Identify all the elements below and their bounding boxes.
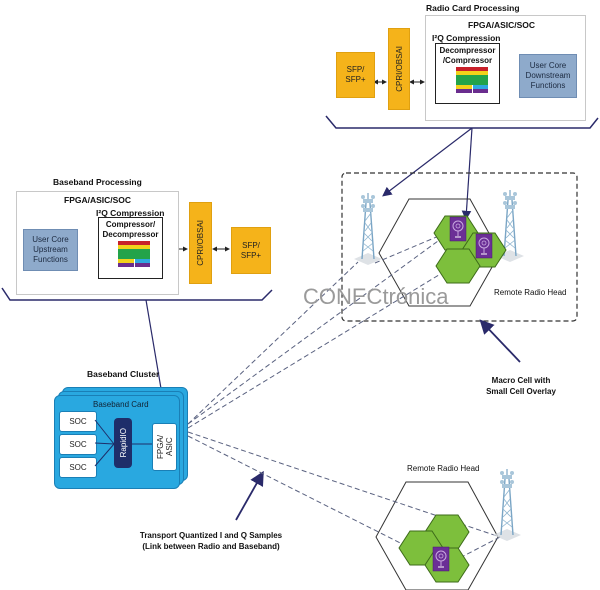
baseband-cluster-title: Baseband Cluster — [87, 369, 160, 379]
macro-cell-arrow — [479, 319, 521, 363]
radio-sfp-block: SFP/ SFP+ — [336, 52, 375, 98]
transport-links — [187, 229, 501, 564]
transport-caption-2: (Link between Radio and Baseband) — [142, 542, 280, 551]
transport-arrow — [235, 470, 264, 521]
bb-sfp-label-2: SFP+ — [240, 250, 262, 260]
soc-block-3: SOC — [59, 457, 97, 478]
baseband-compression-bars-icon — [118, 241, 150, 267]
macro-rrh-label: Remote Radio Head — [494, 288, 567, 297]
baseband-processing-brace — [1, 287, 273, 301]
baseband-cpri-block: CPRI/OBSAI — [189, 202, 212, 284]
baseband-chip-title: FPGA/ASIC/SOC — [64, 195, 132, 205]
baseband-processing-title: Baseband Processing — [53, 177, 142, 187]
bb-compressor-label-1: Compressor/ — [105, 220, 156, 229]
radio-card-chip-title: FPGA/ASIC/SOC — [468, 20, 536, 30]
bb-compressor-label-2: Decompressor — [102, 230, 159, 239]
rapidio-block: RapidIO — [114, 418, 132, 468]
radio-sfp-label-2: SFP+ — [345, 75, 366, 84]
radio-decompressor-label-2: /Compressor — [442, 56, 493, 65]
macro-cell-boundary — [341, 172, 578, 322]
baseband-user-core-block: User Core Upstream Functions — [23, 229, 78, 271]
baseband-sfp-block: SFP/ SFP+ — [231, 227, 271, 274]
bb-user-core-label-2: Upstream — [33, 245, 68, 254]
link-to-small-cell-b — [187, 247, 484, 429]
radio-card-title: Radio Card Processing — [426, 3, 520, 13]
macro-cell-caption: Macro Cell with Small Cell Overlay — [466, 375, 576, 397]
radio-card-compression-title: I²Q Compression — [432, 33, 501, 43]
radio-cpri-block: CPRI/OBSAI — [388, 28, 410, 110]
soc-block-2: SOC — [59, 434, 97, 455]
transport-caption: Transport Quantized I and Q Samples (Lin… — [131, 530, 291, 552]
link-small-tower-to-device — [449, 536, 501, 564]
bb-cpri-label: CPRI/OBSAI — [196, 220, 205, 266]
link-to-macro-tower — [187, 261, 359, 425]
fpga-asic-label-2: ASIC — [164, 437, 174, 457]
watermark: CONECtrónica — [303, 284, 449, 309]
macro-cell-caption-2: Small Cell Overlay — [486, 387, 556, 396]
radio-user-core-label-3: Functions — [530, 81, 566, 90]
radio-compression-bars-icon — [456, 67, 488, 93]
fpga-asic-label: FPGA/ ASIC — [156, 435, 174, 459]
radio-decompressor-label-1: Decompressor — [439, 46, 496, 55]
baseband-card-title: Baseband Card — [93, 400, 149, 409]
fpga-asic-block: FPGA/ ASIC — [152, 423, 177, 471]
small-cell-rrh-label: Remote Radio Head — [407, 464, 480, 473]
radio-card-brace — [325, 115, 599, 129]
rapidio-label: RapidIO — [118, 428, 128, 458]
baseband-compression-title: I²Q Compression — [96, 208, 165, 218]
pointer-to-macro-tower — [382, 127, 473, 197]
bb-sfp-label-1: SFP/ — [242, 240, 260, 250]
bb-user-core-label-3: Functions — [33, 255, 68, 264]
bb-user-core-label-1: User Core — [32, 235, 69, 244]
link-to-small-cell-a — [187, 229, 454, 425]
radio-sfp-label-1: SFP/ — [346, 65, 365, 74]
radio-cpri-label: CPRI/OBSAI — [394, 46, 404, 92]
small-cell-hexagon — [375, 481, 499, 590]
radio-user-core-block: User Core Downstream Functions — [519, 54, 577, 98]
link-macro-tower-to-device — [374, 229, 454, 264]
fpga-asic-label-1: FPGA/ — [155, 434, 165, 459]
macro-cell-caption-1: Macro Cell with — [491, 376, 551, 385]
soc-block-1: SOC — [59, 411, 97, 432]
radio-user-core-label-2: Downstream — [525, 71, 571, 80]
radio-user-core-label-1: User Core — [529, 61, 567, 70]
link-to-small-cell-tower — [187, 431, 501, 538]
transport-caption-1: Transport Quantized I and Q Samples — [139, 531, 283, 540]
link-to-small-cell-c — [187, 435, 441, 564]
